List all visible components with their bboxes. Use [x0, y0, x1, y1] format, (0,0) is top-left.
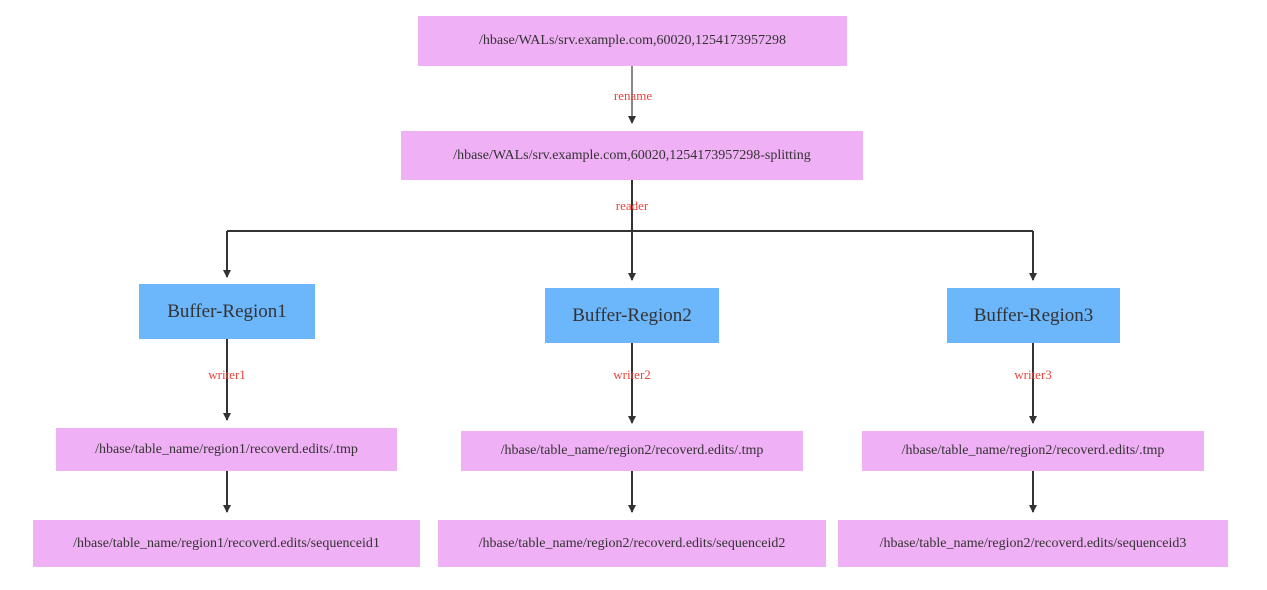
- node-wal-file: /hbase/WALs/srv.example.com,60020,125417…: [418, 16, 847, 66]
- node-buffer-region2: Buffer-Region2: [545, 288, 719, 343]
- node-tmp-region1: /hbase/table_name/region1/recoverd.edits…: [56, 428, 397, 471]
- node-sequenceid3: /hbase/table_name/region2/recoverd.edits…: [838, 520, 1228, 567]
- edge-label-writer2: writer2: [613, 367, 651, 382]
- node-tmp-region3: /hbase/table_name/region2/recoverd.edits…: [862, 431, 1204, 471]
- node-buffer-region1: Buffer-Region1: [139, 284, 315, 339]
- node-sequenceid1: /hbase/table_name/region1/recoverd.edits…: [33, 520, 420, 567]
- edge-label-writer3: writer3: [1014, 367, 1052, 382]
- node-tmp-region2: /hbase/table_name/region2/recoverd.edits…: [461, 431, 803, 471]
- node-sequenceid2: /hbase/table_name/region2/recoverd.edits…: [438, 520, 826, 567]
- edge-label-writer1: writer1: [208, 367, 246, 382]
- edge-label-rename: rename: [613, 88, 653, 103]
- node-buffer-region3: Buffer-Region3: [947, 288, 1120, 343]
- edge-label-reader: reader: [615, 198, 649, 213]
- node-wal-splitting: /hbase/WALs/srv.example.com,60020,125417…: [401, 131, 863, 180]
